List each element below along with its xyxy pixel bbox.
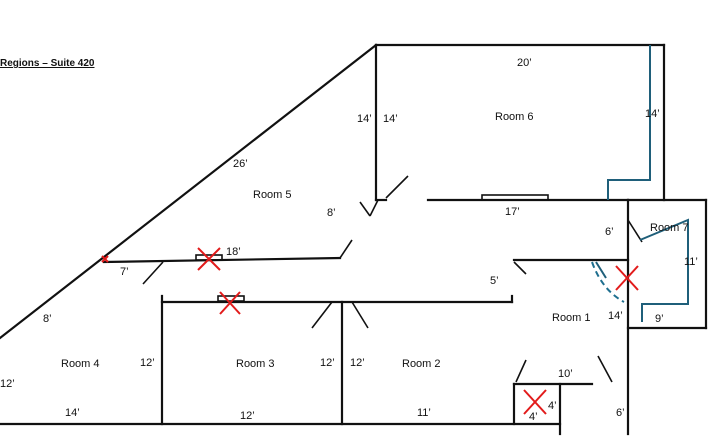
dim-r2-left: 12’ [350,357,365,369]
dim-r4-diag: 8’ [43,313,52,325]
dim-r1-right: 14’ [608,310,623,322]
dim-r1-top-left: 5’ [490,275,499,287]
room6-label: Room 6 [495,111,534,123]
marker-diagonal [101,255,109,263]
dim-r5-diag: 26’ [233,158,248,170]
diagonal-exterior-wall [0,43,378,340]
dim-r6-right: 14’ [645,108,660,120]
dim-r5-bottom: 18’ [226,246,241,258]
dim-r6-bottom: 17’ [505,206,520,218]
marker-room5 [197,247,221,271]
room3-label: Room 3 [236,358,275,370]
dim-r5-door: 8’ [327,207,336,219]
dim-r3-bottom: 12’ [240,410,255,422]
room4-label: Room 4 [61,358,100,370]
dim-r7-bottom: 9’ [655,313,664,325]
dim-r6-left-b: 14’ [383,113,398,125]
water-stub-room1 [595,261,607,279]
room5-door-leaf-b [369,199,379,217]
room7-label: Room 7 [650,222,689,234]
room7-door-leaf [627,219,643,243]
marker-room1 [615,265,639,291]
dim-r1-bottom: 6’ [616,407,625,419]
room1-label: Room 1 [552,312,591,324]
room6-window [481,194,549,201]
dim-closet-right: 4’ [548,400,557,412]
dim-r3-right: 12’ [320,357,335,369]
dim-r5-left: 7’ [120,266,129,278]
water-line-room7 [639,218,689,322]
room3-door-leaf [311,301,333,329]
dim-r4-right: 12’ [140,357,155,369]
dim-closet-bottom: 4’ [529,411,538,423]
dim-r7-right: 11’ [684,256,698,268]
room4-door-leaf [142,261,164,285]
room6-door-leaf [385,175,409,199]
dim-r1-top-right: 6’ [605,226,614,238]
room5-lower-door [339,239,353,259]
room2-door-leaf [351,301,369,329]
plan-title: Regions – Suite 420 [0,58,95,69]
dim-r2-bottom: 11’ [417,407,431,419]
water-arc-room1 [591,261,625,303]
room2-label: Room 2 [402,358,441,370]
dim-r4-bottom: 14’ [65,407,80,419]
closet-door-leaf [515,359,527,383]
room3-window [217,295,245,302]
room5-door-leaf-a [359,201,371,217]
dim-r1-inner: 10’ [558,368,573,380]
room1-lower-door [597,355,613,383]
water-line-room6 [607,45,651,200]
dim-r6-top: 20’ [517,57,532,69]
room5-label: Room 5 [253,189,292,201]
marker-room3 [219,291,241,315]
marker-closet [523,389,547,415]
dim-r6-left-a: 14’ [357,113,372,125]
room1-door-stub [513,261,527,275]
dim-r4-left: 12’ [0,378,15,390]
